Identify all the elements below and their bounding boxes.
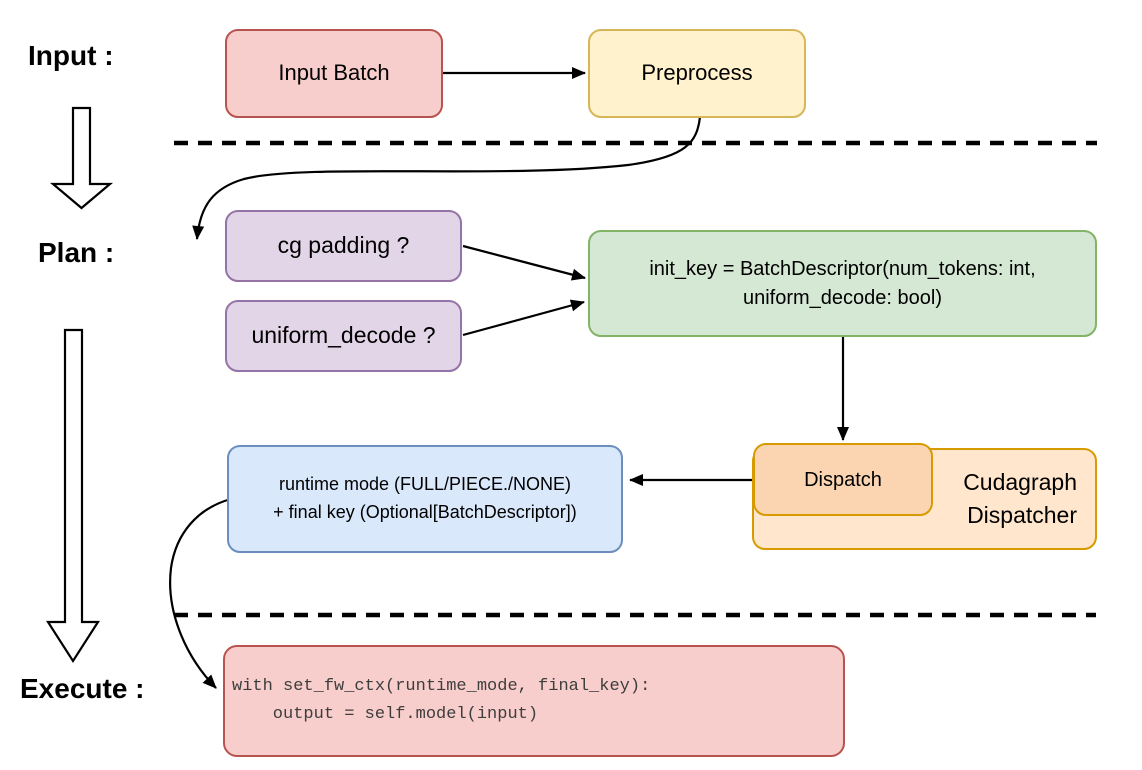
- node-execute-code: with set_fw_ctx(runtime_mode, final_key)…: [223, 645, 845, 757]
- node-input-batch-label: Input Batch: [278, 60, 390, 86]
- node-input-batch: Input Batch: [225, 29, 443, 118]
- node-runtime-mode-label-line1: runtime mode (FULL/PIECE./NONE): [278, 474, 572, 495]
- node-runtime-mode: runtime mode (FULL/PIECE./NONE) + final …: [227, 445, 623, 553]
- edge-uniformdecode-initkey: [462, 299, 585, 337]
- node-cudagraph-dispatcher-label-line2: Dispatcher: [967, 502, 1077, 528]
- node-uniform-decode-label: uniform_decode ?: [251, 322, 436, 349]
- node-dispatch: Dispatch: [753, 443, 933, 516]
- stage-label-execute: Execute :: [20, 673, 145, 704]
- node-preprocess-label: Preprocess: [641, 60, 753, 86]
- node-runtime-mode-label-line2: + final key (Optional[BatchDescriptor]): [273, 502, 577, 522]
- node-cg-padding-label: cg padding ?: [277, 232, 410, 259]
- edge-preprocess-cgpadding: [192, 116, 702, 240]
- node-preprocess: Preprocess: [588, 29, 806, 118]
- node-uniform-decode: uniform_decode ?: [225, 300, 462, 372]
- stage-arrow-plan-to-execute-icon: [45, 328, 101, 664]
- node-execute-code-line1: with set_fw_ctx(runtime_mode, final_key)…: [232, 676, 651, 696]
- node-cudagraph-dispatcher-label-line1: Cudagraph: [963, 468, 1077, 495]
- stage-label-plan: Plan :: [38, 237, 115, 268]
- node-init-key-label-line2: uniform_decode: bool): [742, 286, 942, 309]
- edge-runtimemode-executecode: [169, 497, 232, 689]
- node-dispatch-label: Dispatch: [804, 468, 882, 491]
- node-cg-padding: cg padding ?: [225, 210, 462, 282]
- node-init-key: init_key = BatchDescriptor(num_tokens: i…: [588, 230, 1097, 337]
- stage-arrow-input-to-plan-icon: [49, 106, 114, 210]
- edge-cgpadding-initkey: [462, 244, 586, 281]
- node-execute-code-line2: output = self.model(input): [232, 705, 539, 724]
- stage-label-input: Input :: [28, 40, 114, 71]
- node-init-key-label-line1: init_key = BatchDescriptor(num_tokens: i…: [649, 257, 1036, 280]
